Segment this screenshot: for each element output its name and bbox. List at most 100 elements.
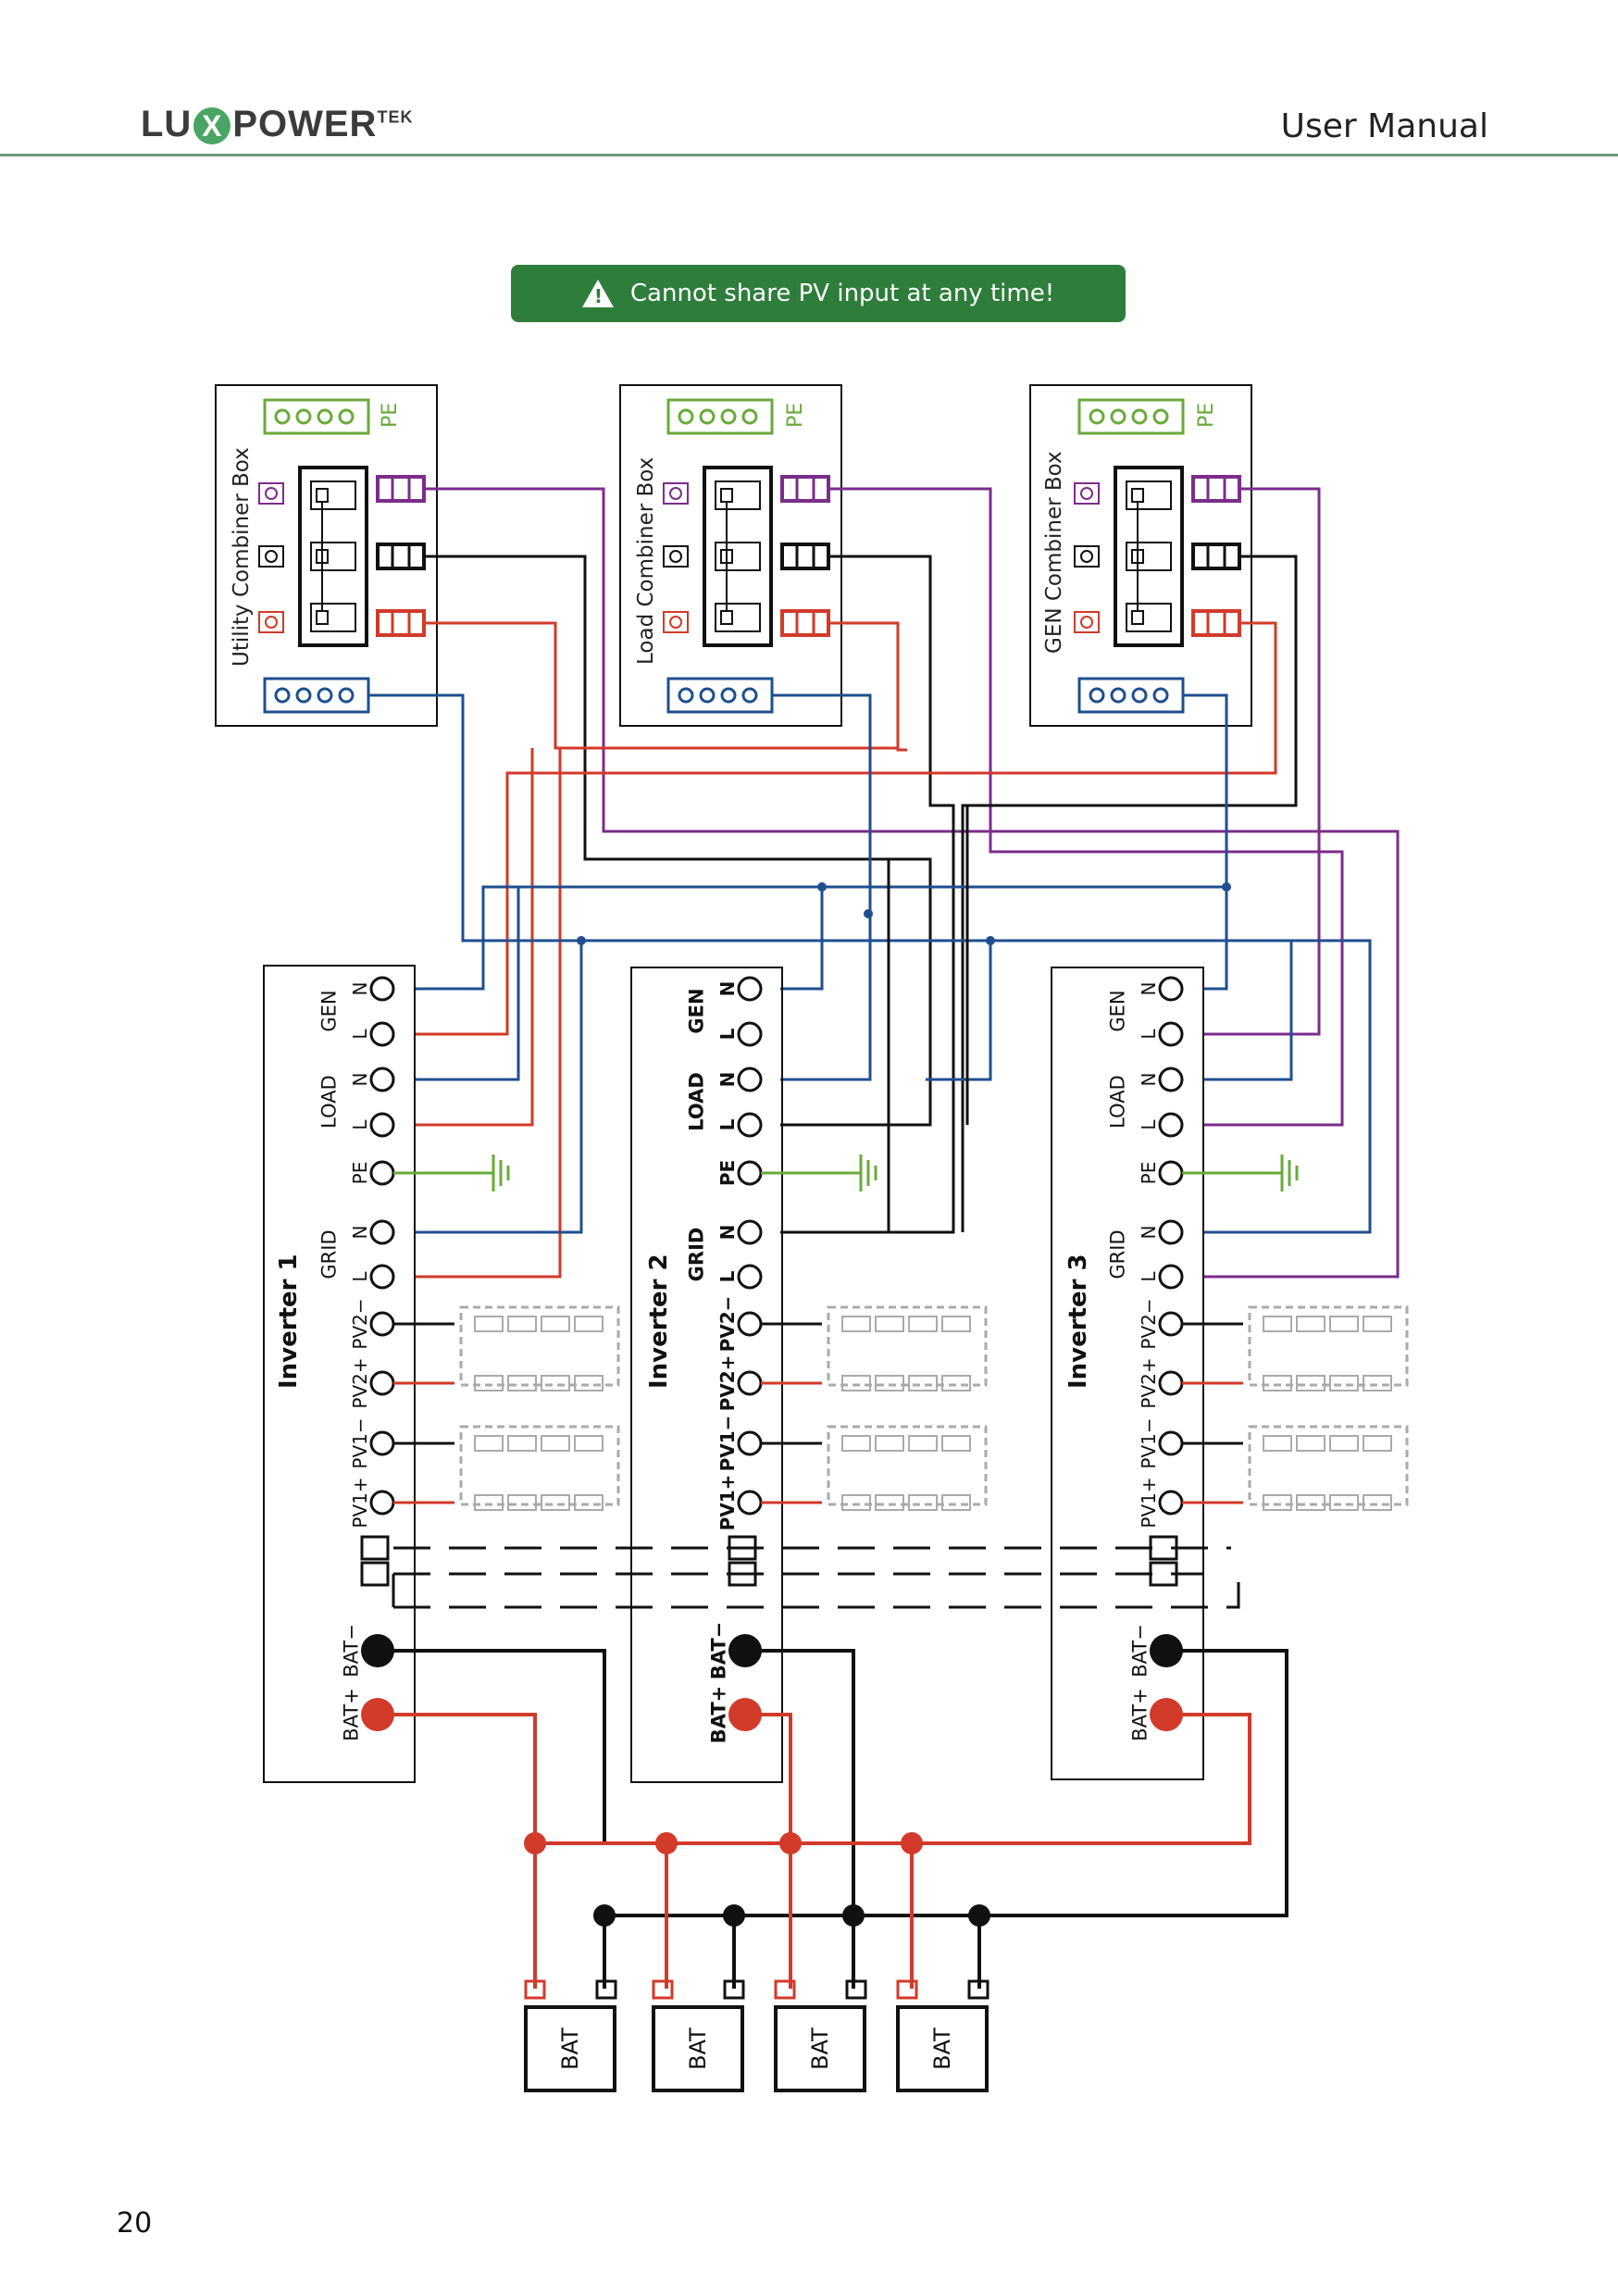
terminal-label: PV1− bbox=[1138, 1417, 1160, 1468]
inverter-title: Inverter 1 bbox=[275, 1254, 303, 1389]
bat-positive-label: BAT+ bbox=[340, 1688, 362, 1741]
bat-positive-terminal bbox=[728, 1698, 762, 1731]
terminal-circle bbox=[369, 1264, 395, 1290]
terminal-circle bbox=[369, 1112, 395, 1138]
terminal-label: PV1− bbox=[349, 1417, 371, 1468]
terminal-circle bbox=[737, 1219, 763, 1245]
terminal-circle bbox=[369, 1370, 395, 1396]
comm-port-icon bbox=[360, 1535, 390, 1561]
terminal-group-label: LOAD bbox=[685, 1072, 707, 1131]
battery bbox=[524, 2005, 616, 2092]
terminal-label: PE bbox=[1138, 1162, 1160, 1185]
terminal-circle bbox=[369, 1430, 395, 1456]
bat-negative-label: BAT− bbox=[1128, 1624, 1151, 1678]
terminal-circle bbox=[737, 1370, 763, 1396]
battery-negative-post bbox=[723, 1979, 745, 2000]
pv-string-panel bbox=[459, 1305, 620, 1387]
inverter-2-terminals: NLNLPENLPV2−PV2+PV1−PV1+GENLOADGRIDBAT−B… bbox=[685, 976, 988, 1744]
combiner-box-load: Load Combiner Box PE bbox=[619, 384, 842, 727]
terminal-group-label: GEN bbox=[1106, 990, 1128, 1031]
terminal-label: N bbox=[716, 981, 739, 997]
battery bbox=[896, 2005, 989, 2092]
terminal-circle bbox=[1158, 1264, 1184, 1290]
terminal-circle bbox=[369, 1311, 395, 1337]
terminal-circle bbox=[1158, 1370, 1184, 1396]
header-divider bbox=[0, 154, 1618, 156]
terminal-label: PV1− bbox=[716, 1416, 739, 1472]
terminal-circle bbox=[1158, 1490, 1184, 1516]
terminal-label: L bbox=[1138, 1119, 1160, 1130]
battery-positive-post bbox=[524, 1979, 546, 2000]
battery-negative-post bbox=[845, 1979, 867, 2000]
battery bbox=[652, 2005, 744, 2092]
terminal-label: N bbox=[1138, 1226, 1160, 1240]
pv-string-panel bbox=[1248, 1425, 1409, 1506]
terminal-label: L bbox=[1138, 1271, 1160, 1282]
terminal-label: L bbox=[349, 1119, 371, 1130]
inverter-3: Inverter 3 bbox=[1051, 967, 1204, 1780]
inverter-1: Inverter 1 bbox=[263, 965, 416, 1783]
terminal-circle bbox=[1158, 1112, 1184, 1138]
bat-positive-label: BAT+ bbox=[707, 1686, 729, 1744]
inverter-1-terminals: NLNLPENLPV2−PV2+PV1−PV1+GENLOADGRIDBAT−B… bbox=[317, 976, 620, 1741]
inverter-2: Inverter 2 bbox=[630, 967, 783, 1783]
comm-port-icon bbox=[360, 1561, 390, 1587]
terminal-label: L bbox=[349, 1271, 371, 1282]
inverter-title: Inverter 2 bbox=[645, 1254, 673, 1389]
terminal-group-label: GEN bbox=[317, 990, 340, 1031]
terminal-circle bbox=[369, 1219, 395, 1245]
terminal-circle bbox=[1158, 1219, 1184, 1245]
pv-string-panel bbox=[827, 1425, 988, 1506]
page-header-title: User Manual bbox=[1280, 107, 1488, 145]
pv-string-panel bbox=[1248, 1305, 1409, 1387]
warning-text: Cannot share PV input at any time! bbox=[629, 280, 1055, 307]
warning-icon bbox=[581, 280, 614, 307]
terminal-label: L bbox=[716, 1028, 739, 1040]
terminal-label: L bbox=[716, 1270, 739, 1282]
terminal-label: PE bbox=[716, 1160, 739, 1186]
battery-negative-post bbox=[967, 1979, 989, 2000]
combiner-box-utility: Utility Combiner Box PE bbox=[215, 384, 438, 727]
battery-negative-post bbox=[595, 1979, 617, 2000]
terminal-circle bbox=[1158, 1160, 1184, 1186]
ac-bus-wiring bbox=[368, 487, 1400, 1279]
terminal-label: PV2+ bbox=[716, 1355, 739, 1412]
battery-label: BAT bbox=[807, 2028, 833, 2070]
terminal-group-label: LOAD bbox=[317, 1075, 340, 1129]
terminal-label: L bbox=[716, 1118, 739, 1130]
terminal-label: N bbox=[349, 1073, 371, 1087]
combiner-title: Load Combiner Box bbox=[634, 457, 658, 665]
terminal-circle bbox=[737, 1430, 763, 1456]
terminal-circle bbox=[1158, 1430, 1184, 1456]
terminal-label: N bbox=[1138, 982, 1160, 996]
terminal-label: PV2− bbox=[1138, 1298, 1160, 1349]
terminal-circle bbox=[737, 1160, 763, 1186]
battery bbox=[774, 2005, 866, 2092]
battery-positive-post bbox=[896, 1979, 918, 2000]
terminal-circle bbox=[1158, 1021, 1184, 1047]
terminal-label: PE bbox=[349, 1162, 371, 1185]
bat-negative-label: BAT− bbox=[340, 1624, 362, 1678]
terminal-label: PV2+ bbox=[1138, 1357, 1160, 1408]
terminal-circle bbox=[737, 1311, 763, 1337]
terminal-label: L bbox=[349, 1029, 371, 1040]
terminal-label: PV2− bbox=[716, 1296, 739, 1353]
terminal-circle bbox=[737, 1264, 763, 1290]
terminal-group-label: GRID bbox=[685, 1228, 707, 1282]
bat-negative-terminal bbox=[728, 1634, 762, 1667]
battery-label: BAT bbox=[929, 2028, 955, 2070]
bat-negative-label: BAT− bbox=[707, 1622, 729, 1680]
warning-banner: Cannot share PV input at any time! bbox=[511, 265, 1126, 322]
battery-positive-post bbox=[652, 1979, 674, 2000]
terminal-circle bbox=[1158, 1311, 1184, 1337]
terminal-label: PV1+ bbox=[349, 1477, 371, 1528]
bus-junctions bbox=[577, 882, 1231, 945]
terminal-circle bbox=[1158, 976, 1184, 1002]
terminal-circle bbox=[369, 1160, 395, 1186]
terminal-label: N bbox=[716, 1072, 739, 1088]
terminal-label: PV2+ bbox=[349, 1357, 371, 1408]
terminal-group-label: GRID bbox=[317, 1229, 340, 1279]
